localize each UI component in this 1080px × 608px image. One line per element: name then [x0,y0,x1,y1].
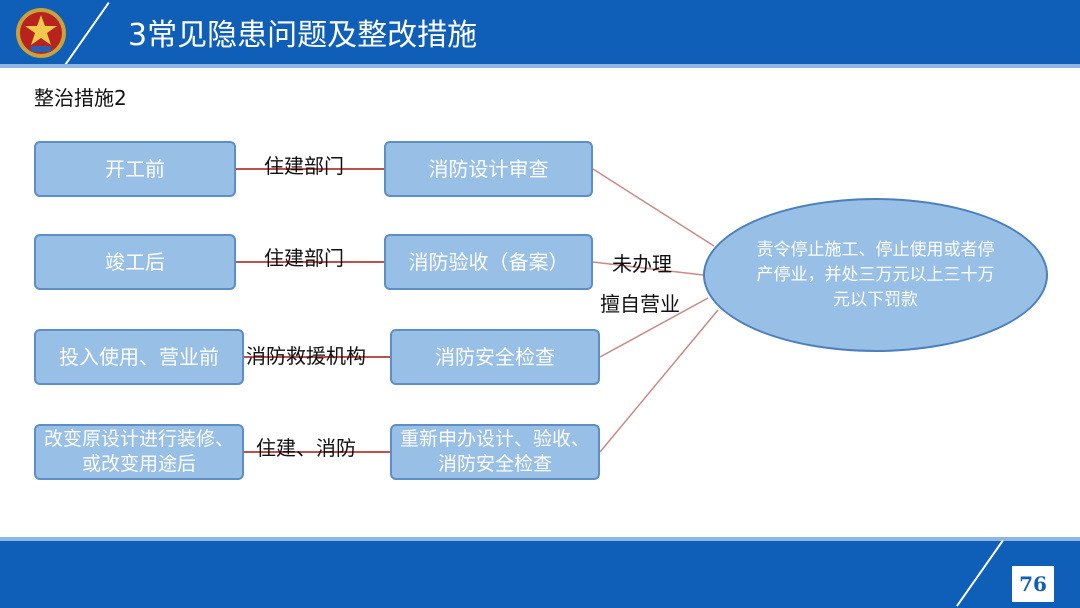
department-label: 住建、消防 [256,436,356,460]
department-label: 住建部门 [264,154,344,178]
header-stripe [0,64,1080,68]
ellipse-line-row2 [592,261,704,276]
fire-rescue-emblem-icon [16,8,66,58]
stage-box-renovation: 改变原设计进行装修、或改变用途后 [34,424,244,480]
action-label: 消防验收（备案） [408,250,569,274]
page-number: 76 [1012,566,1054,602]
footer-bar [0,541,1080,608]
section-subtitle: 整治措施2 [34,86,127,110]
action-box-safety-inspection: 消防安全检查 [390,329,600,385]
unauthorized-operation-label: 擅自营业 [600,292,680,316]
department-label: 消防救援机构 [246,344,366,368]
action-box-design-review: 消防设计审查 [384,141,593,197]
page-title: 3常见隐患问题及整改措施 [128,18,478,53]
penalty-text: 责令停止施工、停止使用或者停产停业，并处三万元以上三十万元以下罚款 [756,239,995,310]
stage-label: 竣工后 [105,250,165,274]
action-box-reapply: 重新申办设计、验收、消防安全检查 [390,424,600,480]
ellipse-line-row3 [599,297,709,358]
stage-box-completion: 竣工后 [34,234,236,290]
penalty-ellipse: 责令停止施工、停止使用或者停产停业，并处三万元以上三十万元以下罚款 [703,198,1048,352]
action-label: 重新申办设计、验收、消防安全检查 [400,428,591,475]
ellipse-line-row4 [599,309,719,453]
action-box-acceptance: 消防验收（备案） [384,234,593,290]
ellipse-line-row1 [592,168,715,247]
stage-box-operation: 投入使用、营业前 [34,329,244,385]
action-label: 消防设计审查 [428,157,549,181]
footer-stripe [0,537,1080,541]
action-label: 消防安全检查 [435,345,555,369]
stage-label: 开工前 [105,157,165,181]
header-bar: 3常见隐患问题及整改措施 [0,0,1080,64]
stage-box-construction: 开工前 [34,141,236,197]
stage-label: 投入使用、营业前 [59,345,219,369]
unhandled-label: 未办理 [612,252,672,276]
department-label: 住建部门 [264,246,344,270]
stage-label: 改变原设计进行装修、或改变用途后 [44,428,235,475]
